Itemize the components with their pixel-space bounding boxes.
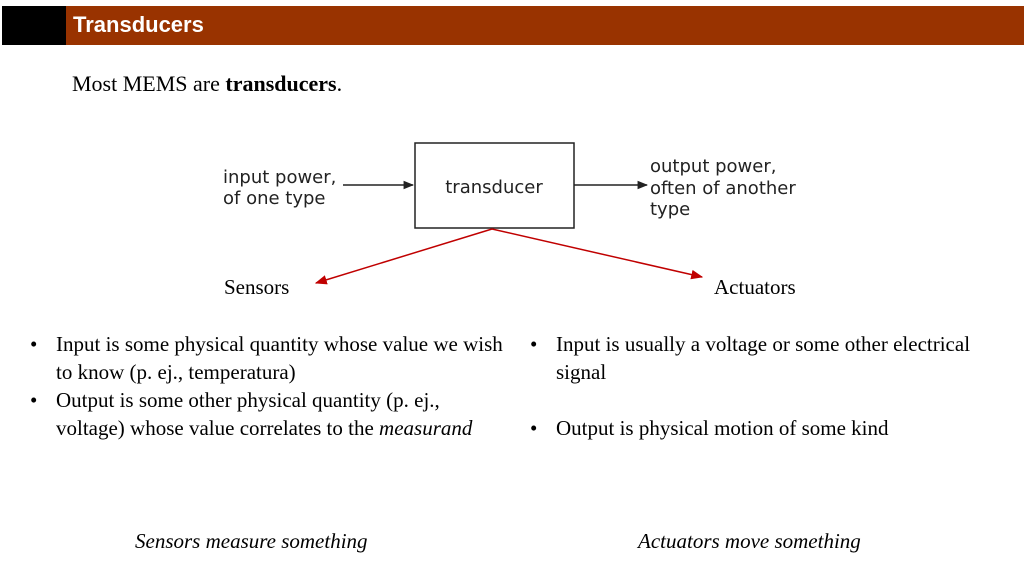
- sensors-arrow: [314, 228, 493, 285]
- intro-prefix: Most MEMS are: [72, 71, 226, 96]
- actuators-bullet-2: Output is physical motion of some kind: [528, 414, 998, 442]
- input-label-line1: input power,: [223, 167, 336, 188]
- actuators-bullet-list: Input is usually a voltage or some other…: [528, 330, 998, 442]
- title-accent-block: [2, 6, 66, 45]
- actuators-label: Actuators: [714, 275, 796, 299]
- sensors-bullet-2: Output is some other physical quantity (…: [28, 386, 510, 442]
- output-label-line1: output power,: [650, 156, 776, 177]
- sensors-bullet-list: Input is some physical quantity whose va…: [28, 330, 510, 442]
- actuators-caption: Actuators move something: [638, 529, 861, 553]
- actuators-bullet-1-text: Input is usually a voltage or some other…: [556, 332, 971, 384]
- title-bar: Transducers: [2, 6, 1024, 45]
- actuators-bullet-2-text: Output is physical motion of some kind: [556, 416, 889, 440]
- intro-suffix: .: [336, 71, 343, 96]
- transducer-box-label: transducer: [445, 177, 543, 198]
- sensors-bullet-2-italic: measurand: [379, 416, 473, 440]
- intro-text: Most MEMS are transducers.: [72, 70, 342, 98]
- slide-title: Transducers: [73, 12, 204, 37]
- actuators-arrow: [491, 228, 704, 280]
- intro-bold: transducers: [225, 71, 337, 96]
- input-label-line2: of one type: [223, 188, 326, 209]
- sensors-label: Sensors: [224, 275, 290, 299]
- actuators-bullet-1: Input is usually a voltage or some other…: [528, 330, 998, 386]
- output-label-line2: often of another: [650, 178, 796, 199]
- sensors-bullet-1-text: Input is some physical quantity whose va…: [56, 332, 503, 384]
- sensors-caption: Sensors measure something: [135, 529, 368, 553]
- sensors-bullet-1: Input is some physical quantity whose va…: [28, 330, 510, 386]
- output-label-line3: type: [650, 199, 690, 220]
- sensors-bullet-2-text: Output is some other physical quantity (…: [56, 388, 440, 440]
- transducer-box: [414, 142, 575, 229]
